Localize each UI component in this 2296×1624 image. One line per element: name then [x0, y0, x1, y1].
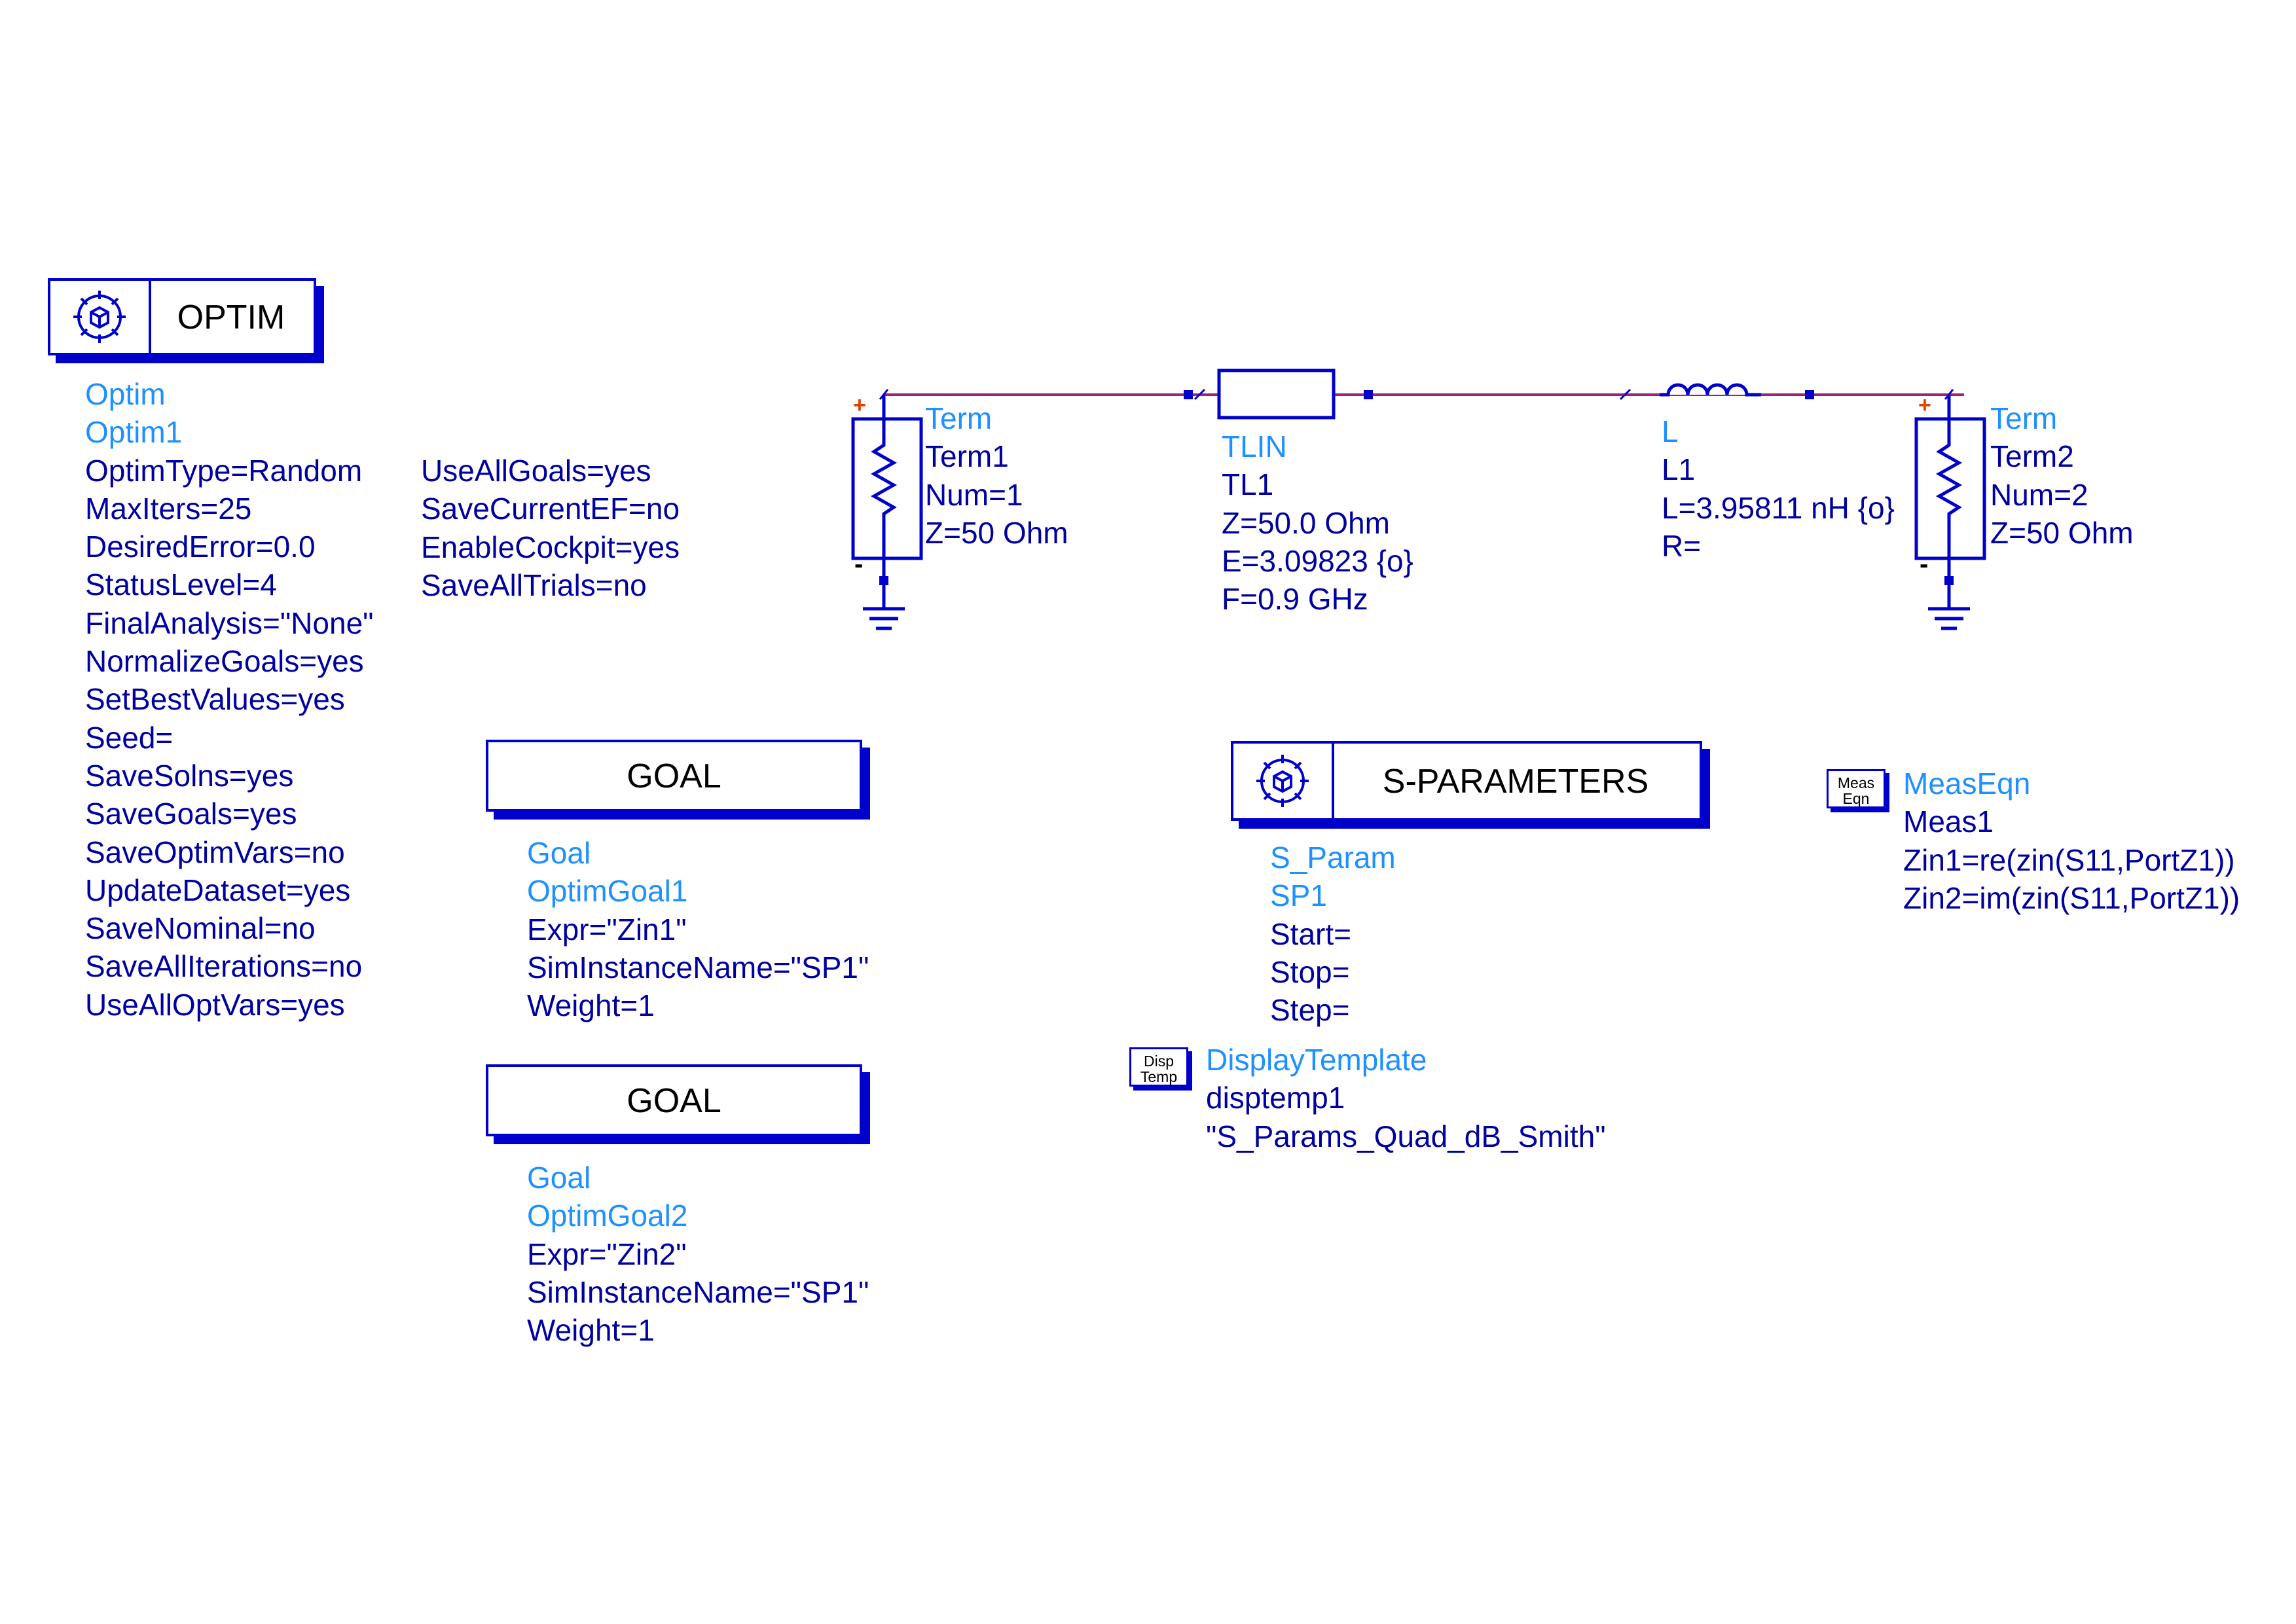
- goal2-expr: Expr="Zin2": [527, 1236, 687, 1271]
- optim-param: EnableCockpit=yes: [421, 530, 680, 564]
- optim-param: DesiredError=0.0: [85, 530, 316, 564]
- optim-title: OPTIM: [177, 298, 285, 336]
- term2-num: Num=2: [1990, 477, 2088, 512]
- sparams-start: Start=: [1270, 916, 1352, 951]
- goal2-type: Goal: [527, 1161, 591, 1195]
- sparams-stop: Stop=: [1270, 954, 1350, 989]
- tlin-params: TLIN TL1 Z=50.0 Ohm E=3.09823 {o} F=0.9 …: [1222, 427, 1413, 618]
- sparams-title: S-PARAMETERS: [1382, 763, 1649, 801]
- goal2-weight: Weight=1: [527, 1313, 655, 1348]
- optim-params-col2: UseAllGoals=yes SaveCurrentEF=no EnableC…: [421, 452, 680, 604]
- term1-symbol[interactable]: [851, 389, 923, 630]
- inductor-type: L: [1662, 414, 1679, 448]
- sparams-step: Step=: [1270, 993, 1350, 1028]
- display-template-type: DisplayTemplate: [1206, 1043, 1427, 1077]
- optim-param: SaveSolns=yes: [85, 758, 294, 793]
- meas-eqn-zin1: Zin1=re(zin(S11,PortZ1)): [1903, 842, 2235, 877]
- term1-params: Term Term1 Num=1 Z=50 Ohm: [925, 399, 1068, 552]
- optim-param: SaveGoals=yes: [85, 797, 297, 831]
- tlin-z: Z=50.0 Ohm: [1222, 505, 1390, 540]
- goal2-params: Goal OptimGoal2 Expr="Zin2" SimInstanceN…: [527, 1159, 869, 1349]
- sparams-type: S_Param: [1270, 840, 1396, 875]
- term2-z: Z=50 Ohm: [1990, 515, 2134, 550]
- term1-type: Term: [925, 401, 993, 435]
- term2-minus: -: [1920, 550, 1928, 579]
- goal1-weight: Weight=1: [527, 988, 655, 1023]
- term2-params: Term Term2 Num=2 Z=50 Ohm: [1990, 399, 2134, 552]
- optim-param: SetBestValues=yes: [85, 682, 345, 717]
- optim-param: StatusLevel=4: [85, 568, 277, 602]
- meas-eqn-instance: Meas1: [1903, 804, 1994, 839]
- optim-type-label: Optim: [85, 377, 166, 411]
- goal2-controller[interactable]: GOAL: [486, 1064, 862, 1136]
- tlin-instance: TL1: [1222, 467, 1274, 502]
- goal1-type: Goal: [527, 836, 591, 870]
- display-template-icon[interactable]: Disp Temp: [1129, 1047, 1188, 1087]
- goal1-controller[interactable]: GOAL: [486, 740, 862, 812]
- gear-cube-icon: [1233, 744, 1334, 818]
- display-template-params: DisplayTemplate disptemp1 "S_Params_Quad…: [1206, 1041, 1606, 1155]
- term1-minus: -: [854, 550, 863, 579]
- term2-instance: Term2: [1990, 439, 2074, 474]
- display-template-instance: disptemp1: [1206, 1081, 1345, 1115]
- optim-param: Seed=: [85, 720, 173, 755]
- optim-param: SaveAllIterations=no: [85, 949, 363, 984]
- goal1-title: GOAL: [627, 757, 721, 795]
- meas-eqn-icon-line2: Eqn: [1842, 790, 1870, 807]
- inductor-symbol[interactable]: [1619, 383, 1814, 401]
- inductor-l: L=3.95811 nH {o}: [1662, 490, 1895, 525]
- optim-param: FinalAnalysis="None": [85, 605, 374, 640]
- optim-param: UseAllGoals=yes: [421, 454, 651, 488]
- optim-params: Optim Optim1 OptimType=Random MaxIters=2…: [85, 375, 373, 1024]
- tlin-symbol[interactable]: [1184, 369, 1373, 420]
- meas-eqn-type: MeasEqn: [1903, 767, 2031, 801]
- term2-plus: +: [1918, 393, 1931, 418]
- gear-cube-icon: [50, 281, 151, 353]
- optim-param: OptimType=Random: [85, 453, 363, 488]
- term1-z: Z=50 Ohm: [925, 515, 1068, 550]
- term1-instance: Term1: [925, 439, 1009, 474]
- term2-symbol[interactable]: [1914, 389, 1986, 630]
- goal1-sim: SimInstanceName="SP1": [527, 950, 869, 984]
- tlin-e: E=3.09823 {o}: [1222, 543, 1413, 578]
- optim-param: UseAllOptVars=yes: [85, 987, 345, 1022]
- optim-param: SaveAllTrials=no: [421, 568, 647, 602]
- term1-plus: +: [853, 393, 866, 418]
- goal2-title: GOAL: [627, 1082, 721, 1120]
- term1-num: Num=1: [925, 477, 1023, 512]
- goal2-instance: OptimGoal2: [527, 1199, 688, 1233]
- optim-param: UpdateDataset=yes: [85, 873, 351, 907]
- tlin-f: F=0.9 GHz: [1222, 582, 1368, 617]
- meas-eqn-params: MeasEqn Meas1 Zin1=re(zin(S11,PortZ1)) Z…: [1903, 765, 2240, 917]
- goal1-instance: OptimGoal1: [527, 874, 688, 909]
- inductor-params: L L1 L=3.95811 nH {o} R=: [1662, 412, 1895, 565]
- optim-param: MaxIters=25: [85, 491, 252, 526]
- display-template-icon-line1: Disp: [1143, 1053, 1174, 1070]
- tlin-type: TLIN: [1222, 429, 1287, 463]
- inductor-instance: L1: [1662, 452, 1696, 487]
- display-template-value: "S_Params_Quad_dB_Smith": [1206, 1119, 1606, 1153]
- term2-type: Term: [1990, 401, 2058, 435]
- inductor-r: R=: [1662, 528, 1702, 563]
- optim-param: SaveNominal=no: [85, 911, 316, 946]
- optim-param: NormalizeGoals=yes: [85, 644, 364, 679]
- optim-param: SaveOptimVars=no: [85, 835, 345, 869]
- optim-instance-label: Optim1: [85, 415, 183, 450]
- display-template-icon-line2: Temp: [1140, 1068, 1178, 1085]
- optim-param: SaveCurrentEF=no: [421, 492, 680, 526]
- goal2-sim: SimInstanceName="SP1": [527, 1274, 869, 1309]
- sparams-instance: SP1: [1270, 878, 1327, 913]
- goal1-expr: Expr="Zin1": [527, 912, 687, 947]
- sparams-controller[interactable]: S-PARAMETERS: [1231, 741, 1702, 821]
- meas-eqn-icon[interactable]: Meas Eqn: [1827, 769, 1886, 808]
- goal1-params: Goal OptimGoal1 Expr="Zin1" SimInstanceN…: [527, 834, 869, 1024]
- optim-controller[interactable]: OPTIM: [48, 278, 316, 355]
- meas-eqn-zin2: Zin2=im(zin(S11,PortZ1)): [1903, 880, 2240, 915]
- sparams-params: S_Param SP1 Start= Stop= Step=: [1270, 839, 1396, 1029]
- meas-eqn-icon-line1: Meas: [1837, 774, 1875, 791]
